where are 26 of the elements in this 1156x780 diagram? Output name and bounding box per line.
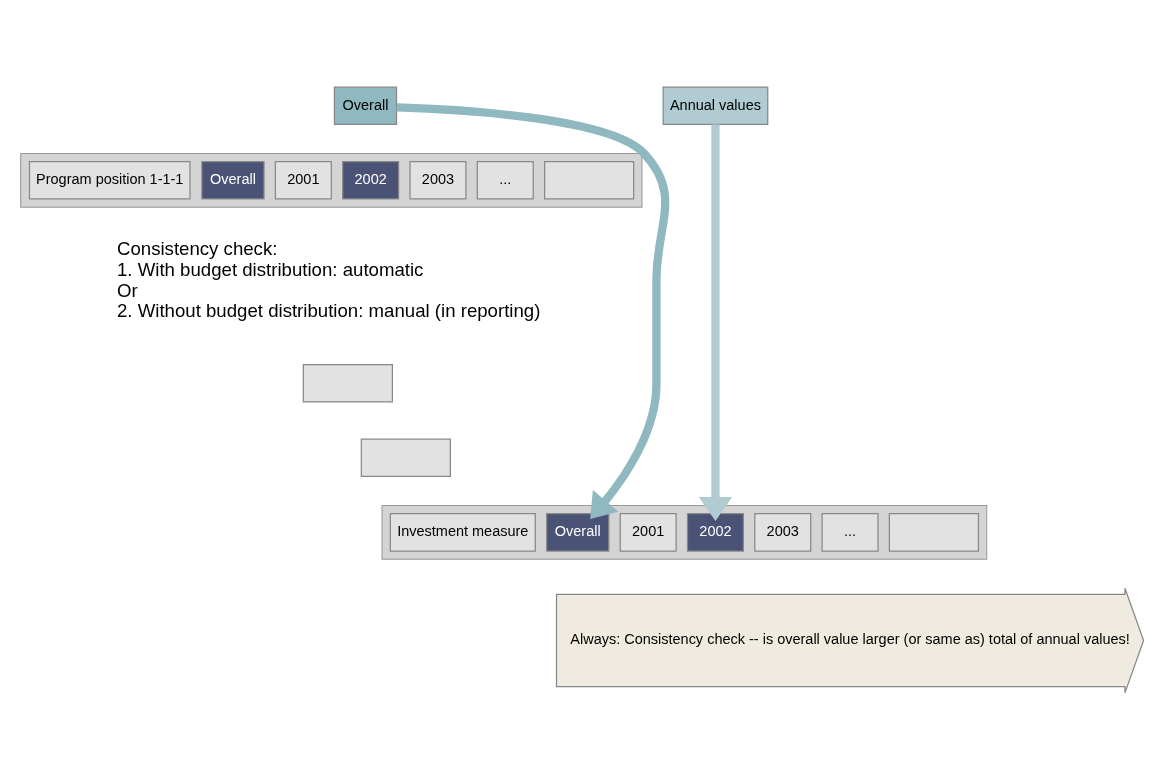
node-box: Overall: [546, 513, 610, 552]
arrow: [396, 103, 670, 519]
node-box: Program position 1-1-1: [28, 161, 191, 200]
node-box: Overall: [201, 161, 265, 200]
node-box: 2001: [274, 161, 332, 200]
node-box: ...: [476, 161, 534, 200]
node-box: 2003: [409, 161, 467, 200]
node-box: [302, 364, 393, 403]
cluster: [381, 504, 988, 560]
label: Consistency check:: [116, 238, 278, 260]
node-box: 2003: [754, 513, 812, 552]
node-box: Investment measure: [389, 513, 536, 552]
node-box: Annual values: [662, 86, 769, 126]
node-box: Overall: [333, 86, 398, 126]
node-box: [360, 438, 451, 478]
node-box: 2001: [619, 513, 677, 552]
arrow: [698, 124, 733, 521]
node-box: [888, 513, 980, 552]
label: 1. With budget distribution: automatic: [116, 259, 424, 280]
node-box: 2002: [686, 513, 745, 552]
node-box: ...: [821, 513, 879, 552]
label: 2. Without budget distribution: manual (in reporting): [116, 300, 541, 322]
node-box: 2002: [342, 161, 400, 200]
label: Or: [116, 279, 138, 301]
node-box: [544, 161, 635, 200]
cluster: [20, 152, 643, 208]
